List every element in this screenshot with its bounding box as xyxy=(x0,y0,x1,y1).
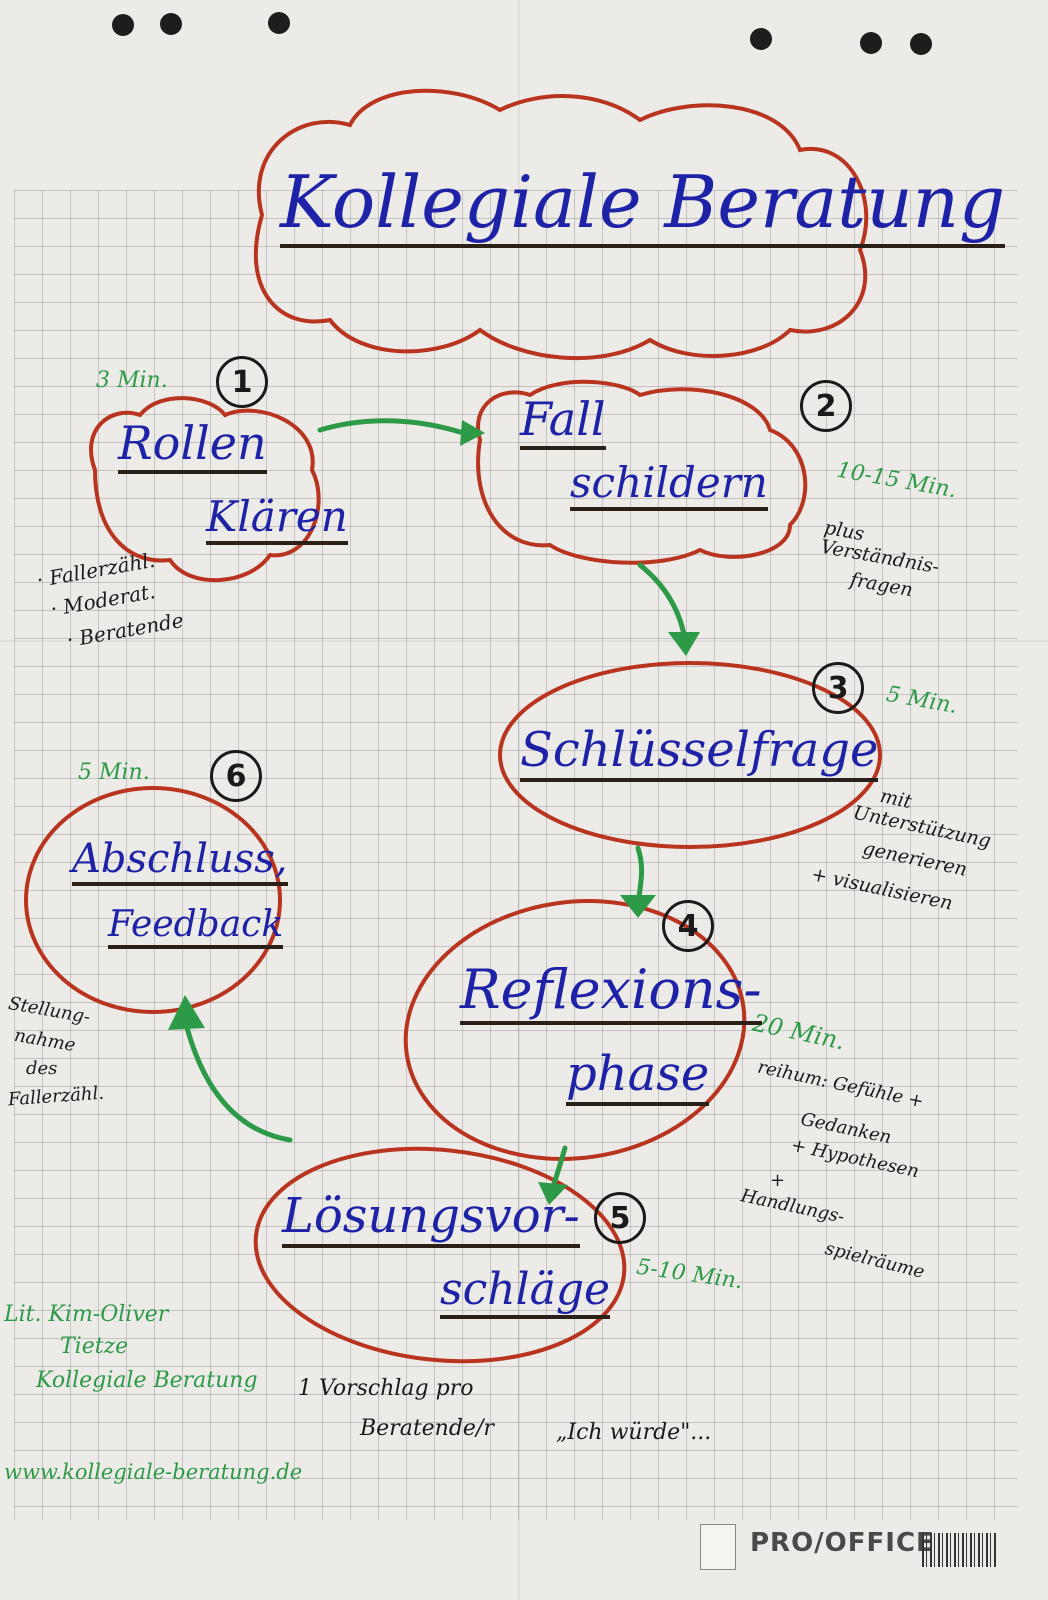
step-number-3: 3 xyxy=(812,662,864,714)
step-title-2-line2: schildern xyxy=(570,458,768,511)
eco-label-icon xyxy=(700,1524,736,1570)
step-title-3: Schlüsselfrage xyxy=(520,722,879,782)
ellipse-step-4 xyxy=(403,899,747,1161)
literature-url: www.kollegiale-beratung.de xyxy=(4,1460,303,1484)
step-title-4-line1: Reflexions- xyxy=(460,958,762,1025)
arrowhead-1-2 xyxy=(460,420,485,446)
page-title: Kollegiale Beratung xyxy=(280,160,1006,248)
paper-fold xyxy=(0,640,1048,642)
ellipse-step-3 xyxy=(498,661,882,849)
step-note-6c: des xyxy=(26,1058,58,1079)
arrowhead-5-6 xyxy=(168,995,205,1030)
literature-line-1: Lit. Kim-Oliver xyxy=(4,1302,169,1327)
step-note-5b: Beratende/r xyxy=(360,1416,494,1441)
step-time-6: 5 Min. xyxy=(78,760,150,785)
cloud-step-2 xyxy=(476,379,808,565)
step-title-2-line1: Fall xyxy=(520,392,606,450)
step-number-1: 1 xyxy=(216,356,268,408)
arrowhead-4-5 xyxy=(538,1182,568,1205)
punch-hole xyxy=(112,14,134,36)
arrowhead-2-3 xyxy=(668,632,700,656)
step-time-1: 3 Min. xyxy=(96,368,168,393)
barcode-icon xyxy=(922,1533,998,1567)
arrow-1-2 xyxy=(317,418,463,435)
step-number-5: 5 xyxy=(594,1192,646,1244)
punch-hole xyxy=(160,13,182,35)
step-title-1-line1: Rollen xyxy=(118,416,267,474)
literature-line-2: Tietze xyxy=(60,1334,129,1359)
literature-line-3: Kollegiale Beratung xyxy=(36,1368,258,1393)
step-title-5-line2: schläge xyxy=(440,1264,611,1319)
punch-hole xyxy=(268,12,290,34)
step-number-2: 2 xyxy=(800,380,852,432)
punch-hole xyxy=(750,28,772,50)
step-title-5-line1: Lösungsvor- xyxy=(282,1188,580,1248)
step-title-6-line1: Abschluss, xyxy=(72,836,288,886)
arrow-5-6 xyxy=(182,1017,293,1143)
step-title-1-line2: Klären xyxy=(206,492,348,545)
arrowhead-3-4 xyxy=(620,895,656,918)
punch-hole xyxy=(860,32,882,54)
cloud-step-1 xyxy=(89,396,321,582)
step-note-5a: 1 Vorschlag pro xyxy=(298,1376,474,1401)
ellipse-step-6 xyxy=(24,786,282,1014)
step-title-4-line2: phase xyxy=(566,1046,710,1106)
arrow-2-3 xyxy=(637,562,688,643)
step-title-6-line2: Feedback xyxy=(108,904,284,949)
brand-logo: PRO/OFFICE xyxy=(750,1528,935,1558)
punch-hole xyxy=(910,33,932,55)
step-note-4d: + xyxy=(770,1170,786,1191)
step-number-6: 6 xyxy=(210,750,262,802)
ellipse-step-5 xyxy=(253,1146,627,1364)
title-cloud xyxy=(253,88,869,361)
step-note-5c: „Ich würde"... xyxy=(556,1420,712,1445)
paper-fold xyxy=(518,0,520,1600)
step-number-4: 4 xyxy=(662,900,714,952)
